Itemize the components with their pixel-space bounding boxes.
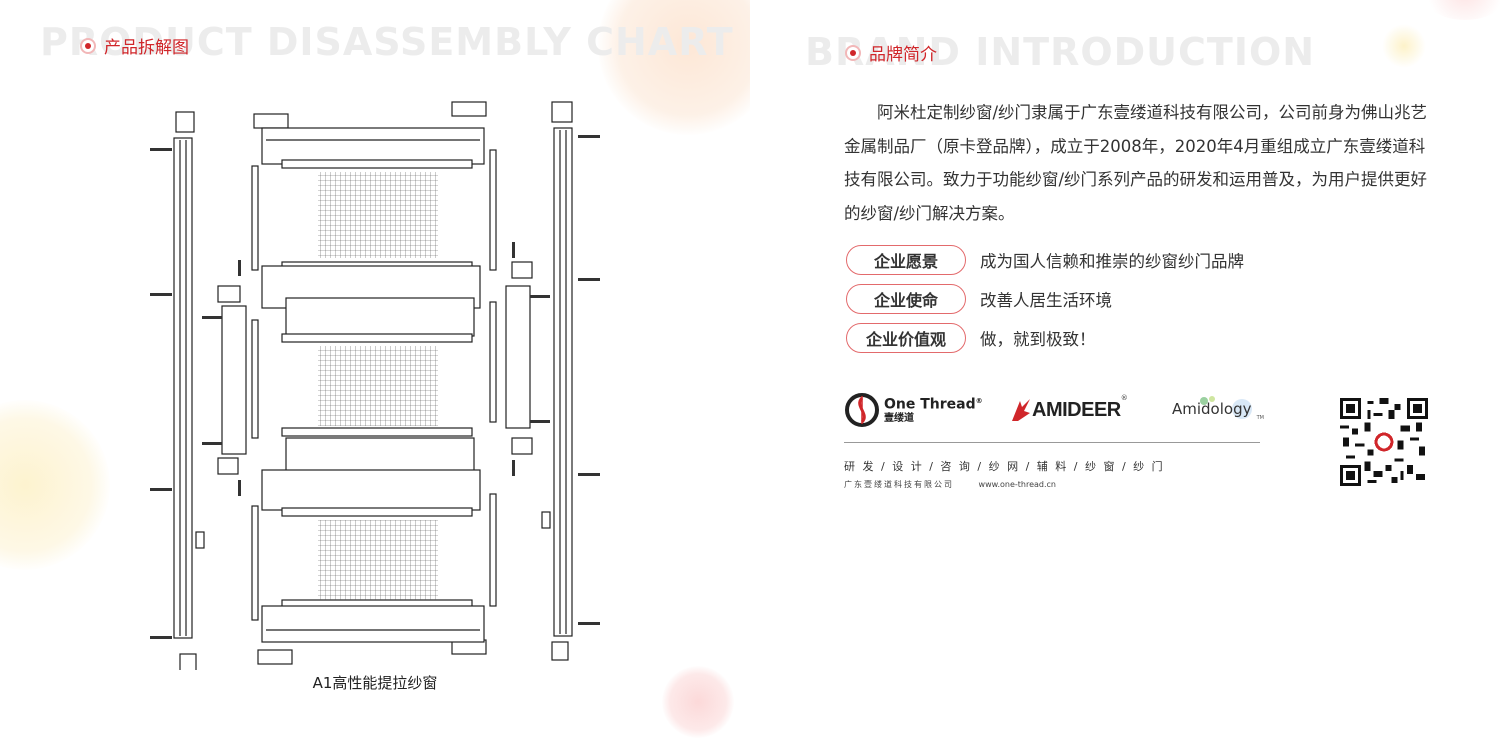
services-line: 研 发 / 设 计 / 咨 询 / 纱 网 / 辅 料 / 纱 窗 / 纱 门 (844, 460, 1165, 473)
left-vertical-profile (173, 111, 205, 670)
value-label-pill: 企业价值观 (846, 323, 966, 353)
amideer-logo: AMIDEER ® (1010, 388, 1128, 432)
left-panel: PRODUCT DISASSEMBLY CHART 产品拆解图 (0, 0, 750, 738)
bullet-icon (845, 44, 861, 61)
value-text: 成为国人信赖和推崇的纱窗纱门品牌 (980, 252, 1244, 271)
section-title-text: 品牌简介 (869, 45, 937, 65)
divider-line (844, 442, 1260, 443)
value-label-pill: 企业愿景 (846, 245, 966, 275)
amidology-dots-icon (1200, 396, 1252, 420)
bg-title-product: PRODUCT DISASSEMBLY CHART (40, 20, 734, 64)
qr-code[interactable] (1340, 398, 1428, 486)
bg-blob-pink-corner (1420, 0, 1500, 20)
value-label-pill: 企业使命 (846, 284, 966, 314)
website-link[interactable]: www.one-thread.cn (978, 480, 1056, 489)
top-rail (261, 127, 485, 169)
mesh-middle (318, 346, 438, 426)
company-name: 广东壹缕道科技有限公司 (844, 480, 954, 489)
value-text: 做，就到极致！ (980, 330, 1096, 349)
screws (150, 135, 600, 639)
amideer-name: AMIDEER (1032, 398, 1121, 421)
section-title-product: 产品拆解图 (80, 33, 189, 58)
company-footer: 广东壹缕道科技有限公司 www.one-thread.cn (844, 479, 1056, 490)
right-panel: BRAND INTRODUCTION 品牌简介 阿米杜定制纱窗/纱门隶属于广东壹… (750, 0, 1500, 750)
value-row: 企业愿景 成为国人信赖和推崇的纱窗纱门品牌 (846, 245, 1244, 275)
brand-intro-paragraph: 阿米杜定制纱窗/纱门隶属于广东壹缕道科技有限公司，公司前身为佛山兆艺金属制品厂（… (844, 103, 1428, 223)
bg-title-brand: BRAND INTRODUCTION (805, 30, 1316, 74)
one-thread-name: One Thread (884, 396, 976, 413)
amideer-deer-icon (1012, 399, 1030, 421)
section-title-text: 产品拆解图 (104, 38, 189, 58)
bg-blob-yellow-small (1382, 24, 1426, 68)
amidology-logo: Amidology TM (1172, 388, 1264, 432)
value-text: 改善人居生活环境 (980, 291, 1112, 310)
section-title-brand: 品牌简介 (845, 40, 937, 65)
right-vertical-profile (541, 101, 573, 661)
registered-mark: ® (975, 397, 983, 406)
mesh-bottom (318, 520, 438, 600)
one-thread-mark-icon (845, 393, 879, 427)
tm-mark: TM (1256, 414, 1264, 421)
value-row: 企业价值观 做，就到极致！ (846, 323, 1096, 353)
mesh-top (318, 172, 438, 258)
one-thread-cn-name: 壹缕道 (884, 412, 914, 424)
amidology-name: Amidology (1172, 400, 1252, 419)
disassembly-drawing (150, 101, 600, 670)
product-caption: A1高性能提拉纱窗 (312, 674, 438, 692)
bottom-rail (261, 599, 485, 643)
bg-blob-pink (662, 666, 734, 738)
registered-mark: ® (1120, 394, 1128, 402)
bullet-icon (80, 37, 96, 54)
value-row: 企业使命 改善人居生活环境 (846, 284, 1112, 314)
one-thread-logo: One Thread® 壹缕道 (844, 388, 983, 432)
